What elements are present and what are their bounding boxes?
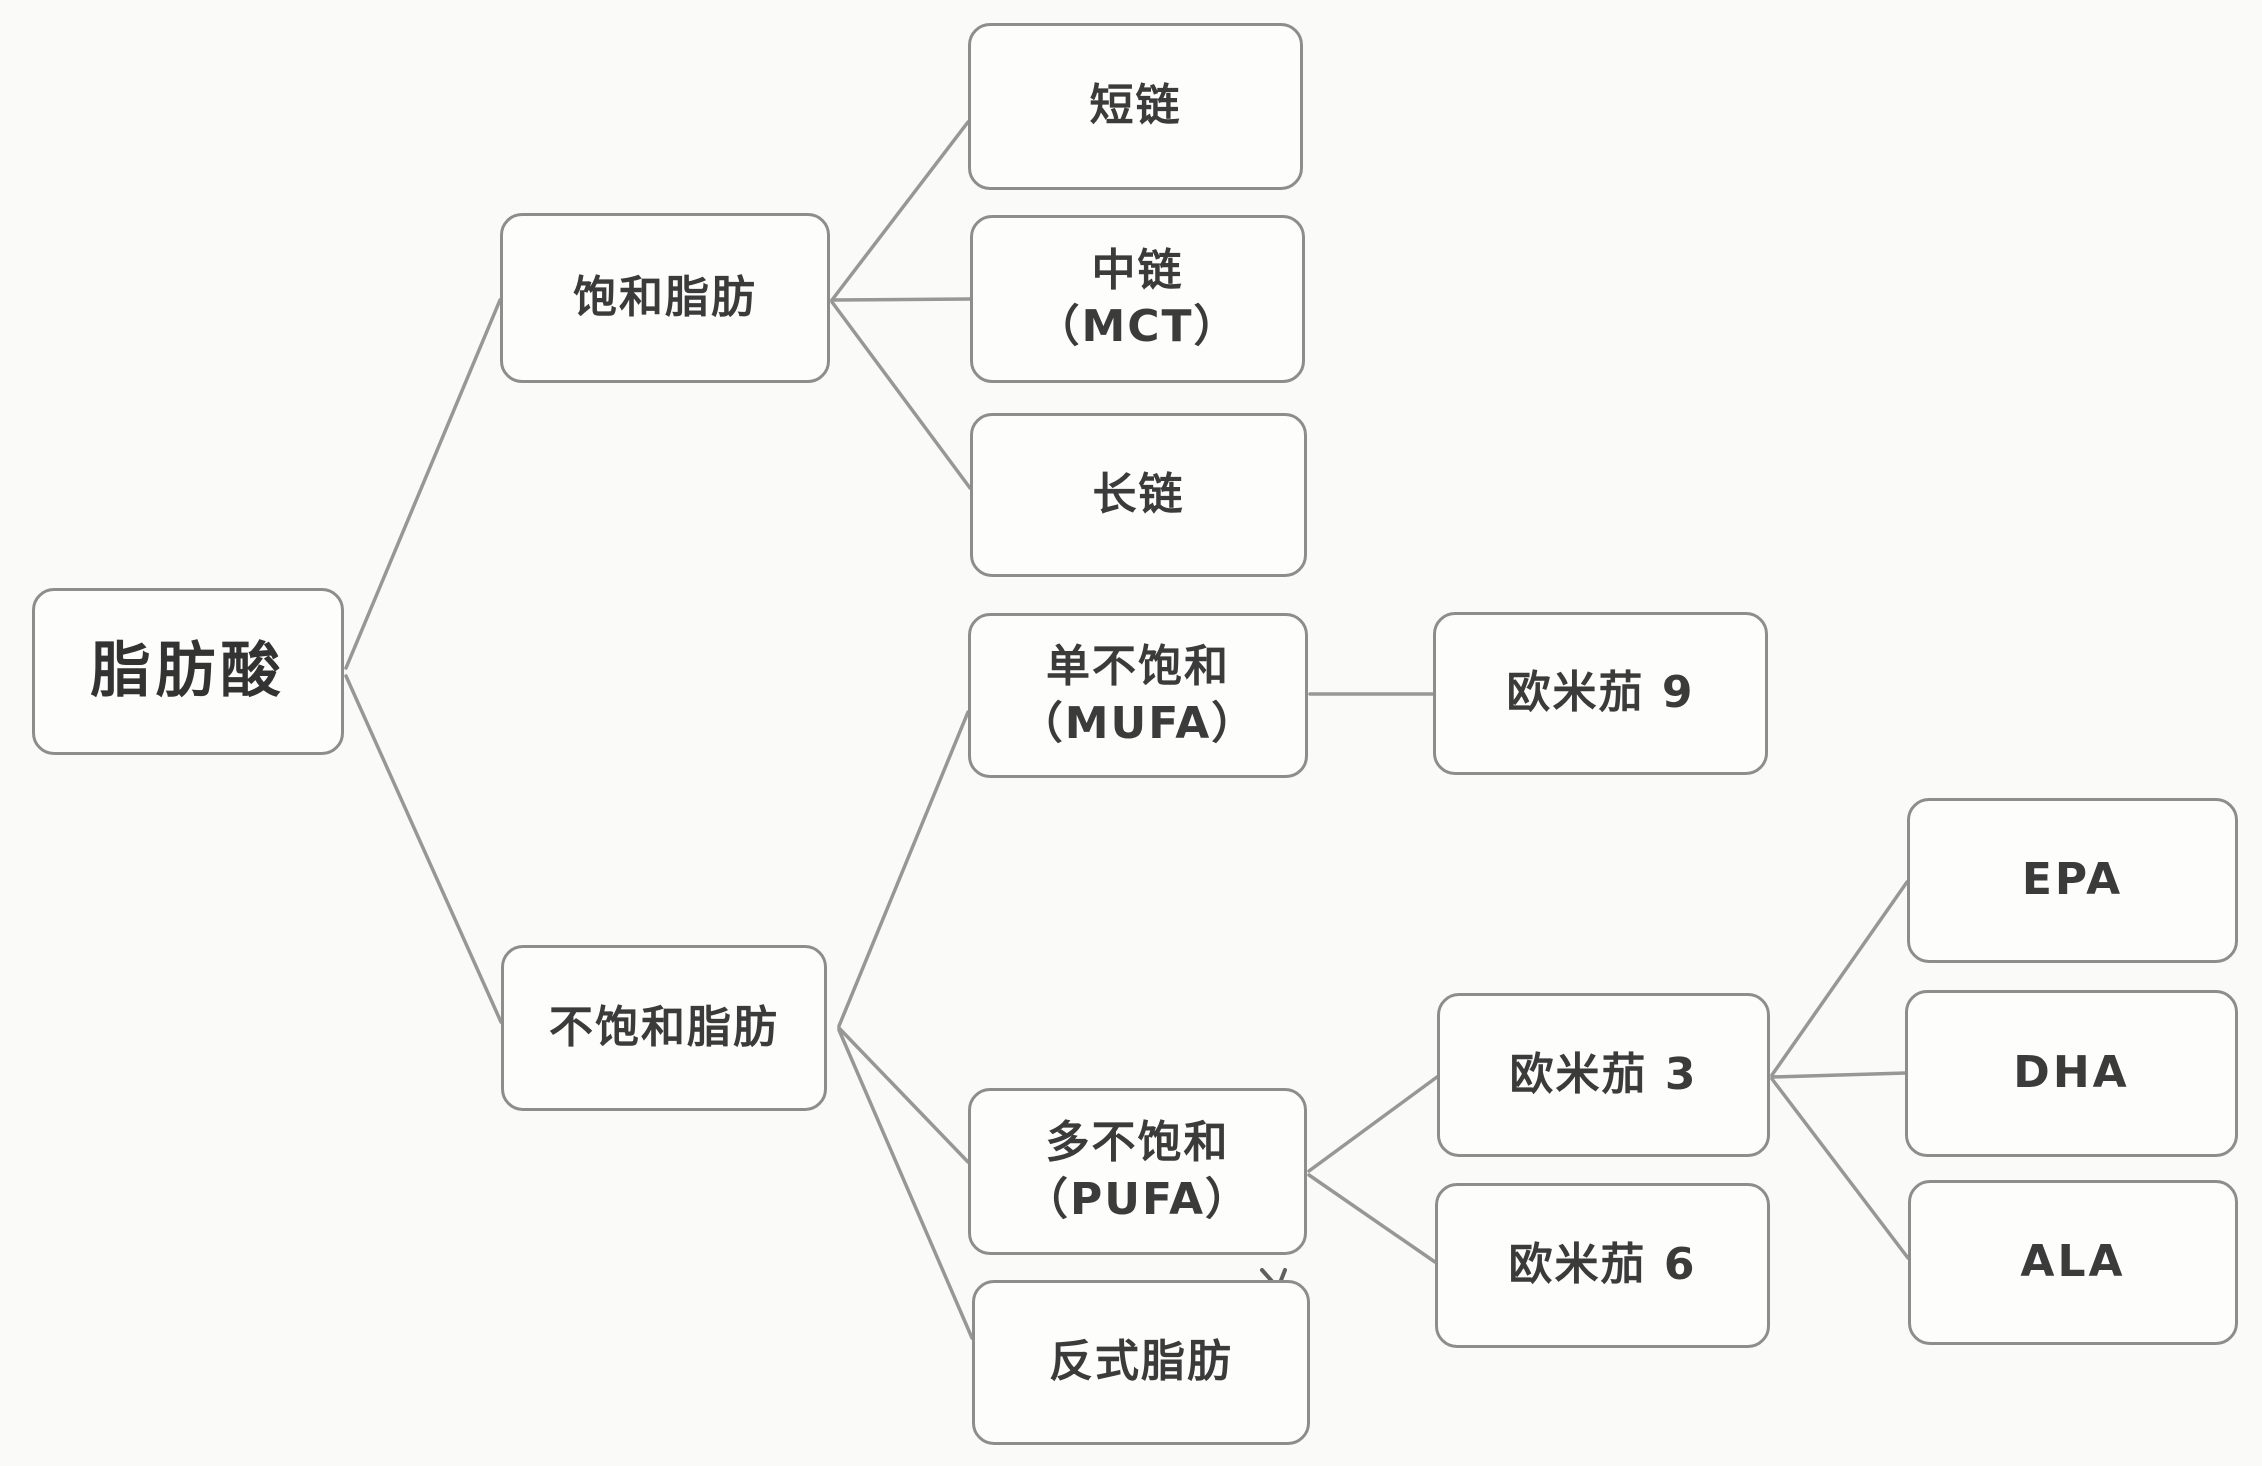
node-label: 长链 [1092, 468, 1185, 520]
node-short-chain: 短链 [968, 23, 1303, 190]
node-label: 饱和脂肪 [573, 271, 757, 323]
node-label: 多不饱和 [1045, 1117, 1230, 1169]
node-epa: EPA [1907, 798, 2238, 963]
node-saturated-fat: 饱和脂肪 [500, 213, 830, 383]
edge-omega3-dha [1770, 1071, 1909, 1079]
edge-saturated-long [830, 300, 972, 490]
node-label: 不饱和脂肪 [549, 1001, 779, 1053]
node-label: 反式脂肪 [1049, 1336, 1233, 1388]
node-sublabel: （PUFA） [1023, 1173, 1252, 1225]
node-dha: DHA [1905, 990, 2238, 1157]
node-sublabel: （MCT） [1035, 301, 1240, 352]
node-omega-9: 欧米茄 9 [1433, 612, 1768, 775]
edge-pufa-omega3 [1307, 1075, 1439, 1173]
edge-omega3-ala [1770, 1077, 1910, 1260]
node-label: EPA [2021, 854, 2124, 906]
node-label: DHA [2013, 1047, 2130, 1099]
node-ala: ALA [1908, 1180, 2238, 1345]
node-label: 欧米茄 6 [1508, 1239, 1697, 1291]
node-fatty-acid: 脂肪酸 [32, 588, 344, 755]
edge-omega3-epa [1770, 880, 1909, 1077]
node-label: 欧米茄 3 [1509, 1048, 1698, 1100]
edge-saturated-medium [830, 297, 972, 302]
node-label: 脂肪酸 [90, 636, 286, 707]
node-polyunsaturated-pufa: 多不饱和 （PUFA） [968, 1088, 1307, 1255]
node-monounsaturated-mufa: 单不饱和 （MUFA） [968, 613, 1308, 778]
node-long-chain: 长链 [970, 413, 1307, 577]
node-unsaturated-fat: 不饱和脂肪 [501, 945, 827, 1111]
node-omega-6: 欧米茄 6 [1435, 1183, 1770, 1348]
edge-unsaturated-trans [837, 1028, 974, 1340]
node-label: 欧米茄 9 [1506, 667, 1695, 719]
edge-unsaturated-pufa [837, 1026, 970, 1164]
node-medium-chain-mct: 中链 （MCT） [970, 215, 1305, 383]
node-label: 单不饱和 [1046, 641, 1230, 693]
edge-pufa-omega6 [1307, 1173, 1437, 1264]
edge-unsaturated-mufa [837, 710, 970, 1028]
node-label: ALA [2020, 1236, 2126, 1288]
node-sublabel: （MUFA） [1018, 697, 1258, 749]
node-label: 中链 [1091, 244, 1184, 296]
edge-root-saturated [344, 298, 502, 670]
edge-saturated-short [830, 120, 970, 302]
node-label: 短链 [1089, 80, 1182, 132]
edge-root-unsaturated [344, 674, 503, 1024]
node-trans-fat: 反式脂肪 [972, 1280, 1310, 1445]
node-omega-3: 欧米茄 3 [1437, 993, 1770, 1157]
